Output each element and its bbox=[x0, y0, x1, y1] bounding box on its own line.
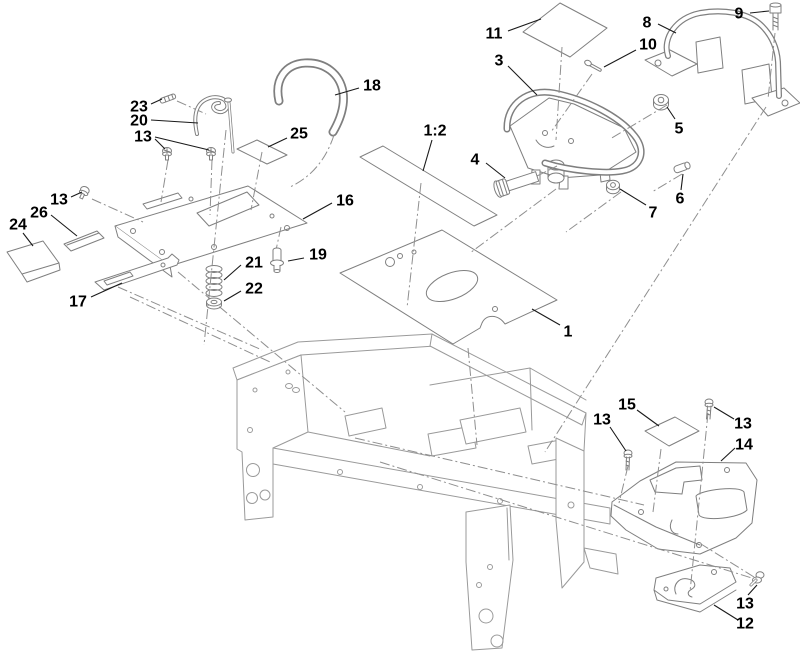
leader-line-1:2-13 bbox=[422, 139, 433, 172]
part-24-decal bbox=[6, 240, 61, 283]
part-17-latch-plate bbox=[94, 253, 180, 291]
callout-13-6: 13 bbox=[50, 192, 68, 209]
callout-25-3: 25 bbox=[290, 126, 308, 143]
leader-line-13-28 bbox=[747, 584, 758, 596]
callout-13-28: 13 bbox=[736, 596, 754, 613]
leader-line-23-0 bbox=[150, 98, 163, 105]
part-10-pin bbox=[584, 59, 602, 72]
leader-line-12-29 bbox=[713, 604, 739, 621]
part-13-bolt-left bbox=[78, 185, 90, 200]
leader-line-26-7 bbox=[50, 214, 78, 237]
callout-15-24: 15 bbox=[618, 397, 636, 414]
leader-line-10-16 bbox=[603, 49, 637, 68]
leader-line-20-1 bbox=[150, 119, 199, 124]
part-13-bolt-top-right bbox=[206, 147, 216, 161]
leader-line-18-4 bbox=[334, 87, 360, 96]
part-13-bolt-top-left bbox=[162, 147, 172, 161]
callout-26-7: 26 bbox=[30, 205, 48, 222]
callout-12-29: 12 bbox=[736, 616, 754, 633]
part-7-flange-nut bbox=[606, 179, 620, 195]
part-8-rear-bracket bbox=[644, 8, 800, 117]
leader-line-17-9 bbox=[90, 282, 123, 298]
leader-line-15-24 bbox=[636, 409, 660, 427]
part-1-floor-plate bbox=[339, 229, 558, 345]
callout-17-9: 17 bbox=[69, 294, 87, 311]
callout-13-25: 13 bbox=[593, 412, 611, 429]
callout-18-4: 18 bbox=[363, 78, 381, 95]
leader-line-5-19 bbox=[666, 106, 676, 120]
part-13-bolt-mid-left bbox=[623, 449, 633, 471]
callout-3-15: 3 bbox=[495, 53, 504, 70]
callout-4-20: 4 bbox=[471, 152, 480, 169]
leader-line-13-2 bbox=[154, 136, 210, 151]
leader-line-4-20 bbox=[485, 162, 506, 179]
part-26-strip bbox=[63, 230, 105, 252]
callout-19-12: 19 bbox=[309, 247, 327, 264]
callout-7-21: 7 bbox=[649, 205, 658, 222]
part-12-latch-bracket bbox=[653, 564, 737, 613]
part-18-hook-handle bbox=[273, 58, 348, 137]
part-22-washer bbox=[206, 297, 222, 310]
leader-line-9-18 bbox=[749, 10, 770, 14]
leader-line-6-22 bbox=[680, 173, 684, 191]
part-14-cover-bracket bbox=[610, 461, 758, 555]
callout-21-10: 21 bbox=[245, 255, 263, 272]
leader-line-25-3 bbox=[267, 137, 288, 148]
leader-line-13-25 bbox=[609, 426, 627, 452]
callout-1-23: 1 bbox=[564, 324, 573, 341]
callout-16-5: 16 bbox=[336, 193, 354, 210]
part-23-pin bbox=[159, 93, 177, 104]
leader-line-19-12 bbox=[287, 257, 305, 262]
part-5-flange-nut bbox=[653, 94, 669, 111]
leader-line-16-5 bbox=[302, 202, 333, 220]
part-21-spring bbox=[205, 265, 223, 297]
part-15-decal bbox=[644, 416, 700, 447]
leader-line-11-14 bbox=[507, 18, 542, 32]
part-13-bolt-bottom-right bbox=[749, 571, 765, 587]
leader-line-13-26 bbox=[713, 406, 735, 420]
leader-line-8-17 bbox=[657, 23, 677, 34]
chassis-frame-drawing bbox=[232, 333, 619, 651]
part-1-2-scale-strip bbox=[359, 145, 498, 227]
part-6-pin bbox=[673, 161, 691, 174]
part-16-mount-plate bbox=[114, 185, 308, 278]
callout-1:2-13: 1:2 bbox=[423, 123, 446, 140]
part-20-wire-lever bbox=[193, 95, 235, 154]
callout-6-22: 6 bbox=[676, 191, 685, 208]
callout-14-27: 14 bbox=[735, 437, 753, 454]
callout-22-11: 22 bbox=[245, 281, 263, 298]
part-9-bolt bbox=[769, 2, 782, 31]
callout-10-16: 10 bbox=[639, 37, 657, 54]
part-19-shoulder-bolt bbox=[270, 247, 284, 273]
callout-13-26: 13 bbox=[734, 416, 752, 433]
part-13-bolt-mid-right bbox=[704, 398, 714, 420]
callout-5-19: 5 bbox=[675, 121, 684, 138]
part-3-seat-support bbox=[503, 88, 645, 190]
leader-line-21-10 bbox=[223, 264, 242, 281]
callout-9-18: 9 bbox=[735, 6, 744, 23]
part-4-hex-bolt bbox=[493, 171, 540, 198]
assembly-axis-lines bbox=[91, 32, 776, 593]
part-11-decal bbox=[522, 2, 608, 58]
leader-line-13-2 bbox=[154, 138, 166, 150]
callout-24-8: 24 bbox=[9, 217, 27, 234]
leader-line-3-15 bbox=[507, 65, 538, 96]
leader-line-22-11 bbox=[223, 290, 242, 302]
leader-line-1-23 bbox=[531, 308, 561, 326]
callout-13-2: 13 bbox=[134, 129, 152, 146]
leader-line-7-21 bbox=[619, 188, 647, 206]
leader-line-14-27 bbox=[720, 447, 736, 462]
callout-8-17: 8 bbox=[643, 15, 652, 32]
leader-line-13-6 bbox=[70, 191, 83, 198]
callout-11-14: 11 bbox=[486, 26, 503, 43]
callout-20-1: 20 bbox=[130, 113, 148, 130]
leader-line-24-8 bbox=[22, 232, 34, 247]
callout-23-0: 23 bbox=[130, 99, 148, 116]
